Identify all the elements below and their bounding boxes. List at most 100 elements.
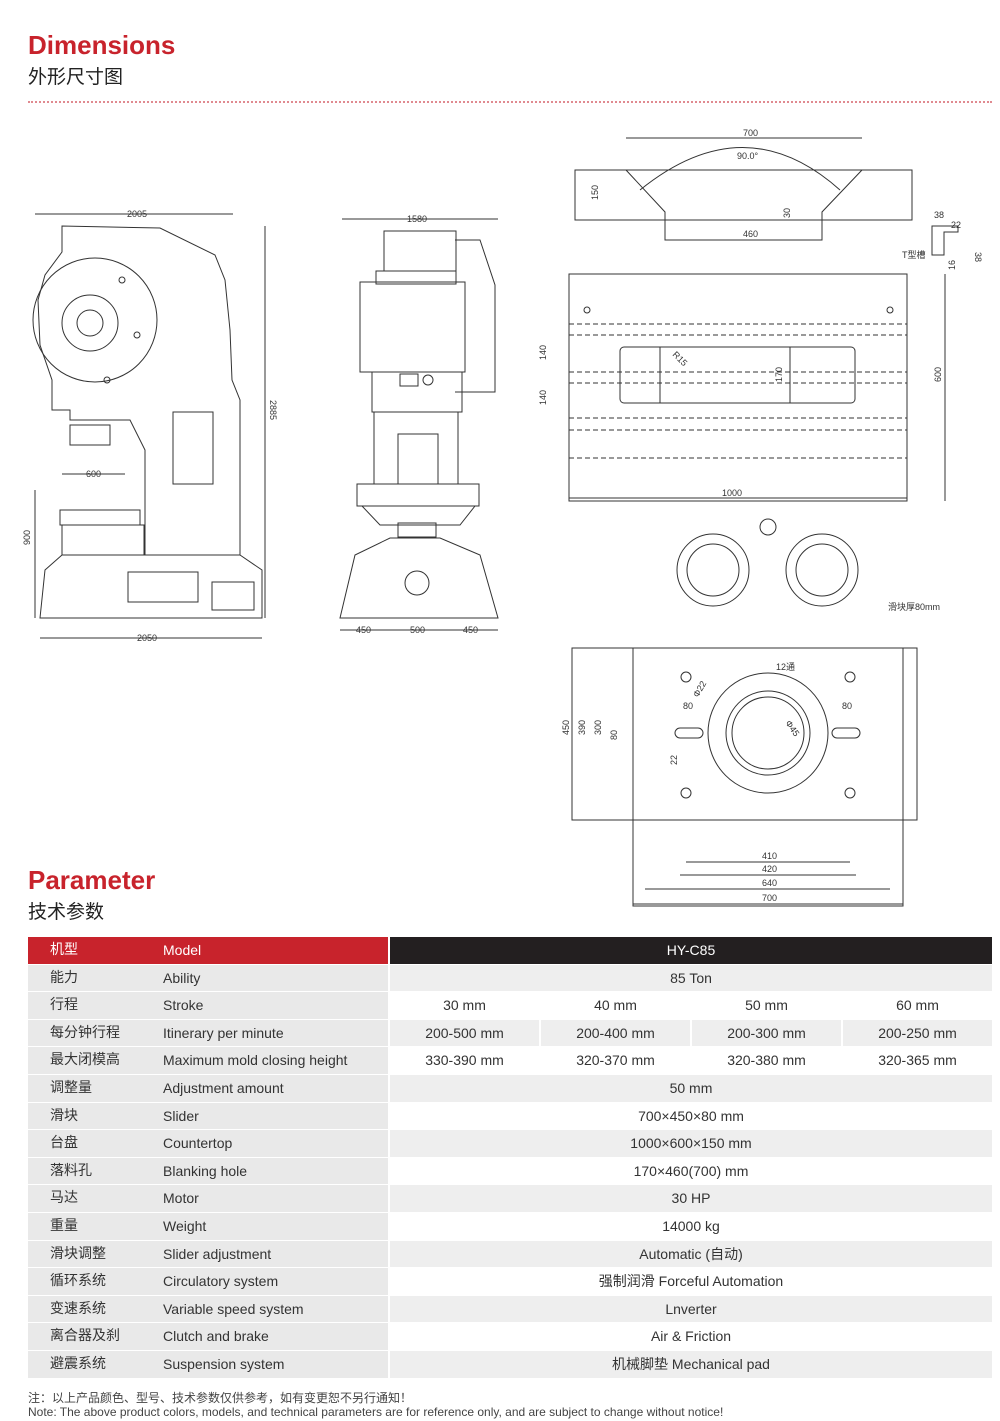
row-label-en: Slider <box>133 1102 388 1130</box>
row-label-en: Adjustment amount <box>133 1074 388 1102</box>
dim-front-450b: 450 <box>463 625 478 635</box>
dim-table-600: 600 <box>933 367 943 382</box>
row-value: 40 mm <box>539 992 690 1019</box>
dim-tslot-38b: 38 <box>973 252 983 262</box>
row-value: 320-370 mm <box>539 1047 690 1074</box>
dim-slider-phi22: Φ22 <box>691 679 708 699</box>
dim-side-600: 600 <box>86 469 101 479</box>
row-value: 30 mm <box>388 992 539 1019</box>
dim-side-width: 2005 <box>127 209 147 219</box>
row-value: 50 mm <box>690 992 841 1019</box>
section-divider <box>28 101 992 103</box>
dim-tslot-16: 16 <box>947 260 957 270</box>
row-value: 30 HP <box>388 1185 992 1212</box>
dimensions-title: Dimensions <box>28 30 176 60</box>
note-cn: 注：以上产品颜色、型号、技术参数仅供参考，如有变更恕不另行通知！ <box>28 1391 413 1405</box>
dim-tslot-38a: 38 <box>934 210 944 220</box>
row-value: HY-C85 <box>388 937 992 964</box>
row-label-en: Ability <box>133 964 388 992</box>
parameter-title: Parameter <box>28 865 156 895</box>
dim-side-height: 2885 <box>268 400 278 420</box>
row-label-en: Slider adjustment <box>133 1240 388 1268</box>
row-label-cn: 避震系统 <box>28 1350 133 1378</box>
dim-slider-300: 300 <box>593 720 603 735</box>
row-value: Air & Friction <box>388 1323 992 1350</box>
row-value: 1000×600×150 mm <box>388 1130 992 1157</box>
dimension-drawing: 2005 2885 600 900 2050 1580 <box>0 105 1000 915</box>
row-label-en: Clutch and brake <box>133 1323 388 1350</box>
slider-drawing: 滑块厚80mm 12通 Φ22 80 80 Φ45 450 390 300 80… <box>561 518 940 907</box>
row-value: Lnverter <box>388 1295 992 1323</box>
row-value: 320-380 mm <box>690 1047 841 1074</box>
dim-front-450a: 450 <box>356 625 371 635</box>
row-label-en: Weight <box>133 1212 388 1240</box>
row-label-en: Countertop <box>133 1130 388 1157</box>
side-view-drawing: 2005 2885 600 900 2050 <box>22 209 278 643</box>
dim-front-width: 1580 <box>407 214 427 224</box>
row-label-cn: 行程 <box>28 992 133 1019</box>
row-label-cn: 每分钟行程 <box>28 1019 133 1047</box>
row-label-en: Variable speed system <box>133 1295 388 1323</box>
tslot-label: T型槽 <box>902 249 926 260</box>
row-value: 700×450×80 mm <box>388 1102 992 1130</box>
row-label-cn: 滑块调整 <box>28 1240 133 1268</box>
dim-slider-390: 390 <box>577 720 587 735</box>
dim-top-150: 150 <box>590 185 600 200</box>
row-label-en: Motor <box>133 1185 388 1212</box>
row-label-en: Maximum mold closing height <box>133 1047 388 1074</box>
dim-front-500: 500 <box>410 625 425 635</box>
row-value: Automatic (自动) <box>388 1240 992 1268</box>
row-label-en: Model <box>133 937 388 964</box>
row-label-en: Circulatory system <box>133 1268 388 1295</box>
row-value: 200-250 mm <box>841 1019 992 1047</box>
row-label-cn: 落料孔 <box>28 1157 133 1185</box>
dim-slider-22: 22 <box>669 755 679 765</box>
row-value: 机械脚垫 Mechanical pad <box>388 1350 992 1378</box>
row-label-cn: 最大闭模高度 <box>28 1047 133 1095</box>
row-value: 200-500 mm <box>388 1019 539 1047</box>
dim-slider-80a: 80 <box>683 701 693 711</box>
row-value: 200-300 mm <box>690 1019 841 1047</box>
slider-thickness-label: 滑块厚80mm <box>888 601 940 612</box>
dim-side-900: 900 <box>22 530 32 545</box>
front-view-drawing: 1580 450 500 450 <box>339 214 499 635</box>
dim-table-170: 170 <box>774 367 784 382</box>
row-value: 170×460(700) mm <box>388 1157 992 1185</box>
row-value: 85 Ton <box>388 964 992 992</box>
dim-slider-12: 12通 <box>776 662 795 672</box>
note-en: Note: The above product colors, models, … <box>28 1405 724 1419</box>
table-row: 最大闭模高度Maximum mold closing height330-390… <box>28 1047 992 1095</box>
dim-top-30: 30 <box>782 208 792 218</box>
row-label-cn: 循环系统 <box>28 1268 133 1295</box>
row-label-cn: 马达 <box>28 1185 133 1212</box>
dim-table-140a: 140 <box>538 345 548 360</box>
row-label-cn: 离合器及刹车 <box>28 1323 133 1371</box>
dim-slider-410: 410 <box>762 851 777 861</box>
row-label-cn: 能力 <box>28 964 133 992</box>
row-value: 50 mm <box>388 1074 992 1102</box>
dim-table-140b: 140 <box>538 390 548 405</box>
dim-top-460: 460 <box>743 229 758 239</box>
dim-slider-80b: 80 <box>842 701 852 711</box>
parameter-subtitle: 技术参数 <box>28 901 105 923</box>
row-value: 200-400 mm <box>539 1019 690 1047</box>
dim-top-angle: 90.0° <box>737 151 759 161</box>
dim-slider-700: 700 <box>762 893 777 903</box>
dimensions-subtitle: 外形尺寸图 <box>28 66 124 88</box>
dim-side-base: 2050 <box>137 633 157 643</box>
